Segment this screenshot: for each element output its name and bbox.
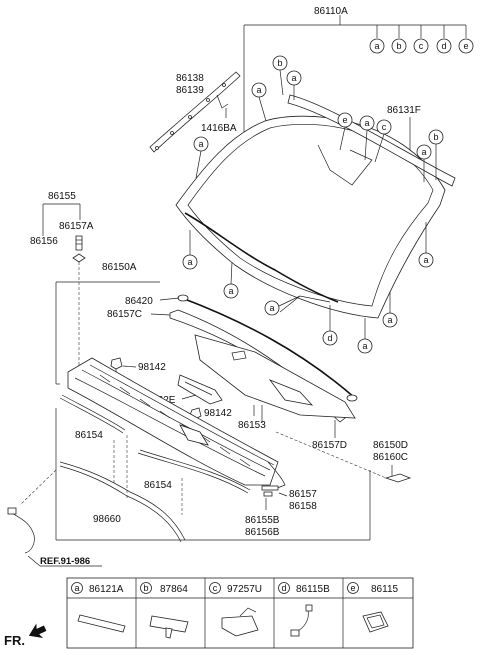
label-86131F: 86131F: [387, 105, 421, 116]
label-86157: 86157: [289, 489, 317, 500]
callout-b-2: b: [433, 132, 438, 142]
label-86157D: 86157D: [312, 440, 347, 451]
callout-a-11: a: [362, 341, 367, 351]
legend-part-d: 86115B: [296, 584, 330, 595]
label-86420: 86420: [125, 296, 153, 307]
legend-img-87864: [149, 615, 189, 639]
legend-img-86115: [362, 611, 389, 633]
callout-b-1: b: [277, 58, 282, 68]
callout-a-9: a: [269, 303, 274, 313]
molding-86131F: [287, 94, 456, 187]
callout-top-e: e: [463, 41, 468, 51]
callout-top-d: d: [441, 41, 446, 51]
ref-hose: [7, 469, 57, 554]
label-86154-a: 86154: [75, 430, 103, 441]
callout-top-c: c: [419, 41, 424, 51]
label-98142-b: 98142: [204, 408, 232, 419]
label-86160C: 86160C: [373, 452, 408, 463]
nozzle-86156: [72, 235, 86, 370]
callout-a-10: a: [387, 315, 392, 325]
hose-98660: [59, 461, 186, 543]
seal-86420: [177, 294, 358, 402]
windshield-glass: [175, 115, 446, 319]
callout-top-a: a: [374, 41, 379, 51]
label-86156B: 86156B: [245, 527, 280, 538]
label-86158: 86158: [289, 501, 317, 512]
legend-img-86121A: [77, 614, 126, 633]
clip-1416BA: [216, 94, 229, 118]
fr-label: FR.: [4, 633, 25, 648]
callout-a-8: a: [423, 255, 428, 265]
clip-98142-a: [110, 357, 123, 378]
legend-part-a: 86121A: [89, 584, 124, 595]
label-86139: 86139: [176, 85, 204, 96]
callout-a-2: a: [256, 85, 261, 95]
legend-table: a 86121A b 87864 c 97257U d 86115B e 861…: [66, 577, 414, 649]
callout-a-3: a: [364, 118, 369, 128]
callout-e-1: e: [342, 115, 347, 125]
cowl-box: [55, 281, 371, 541]
label-1416BA: 1416BA: [201, 123, 237, 134]
ref-label: REF.91-986: [40, 556, 90, 567]
legend-img-97257U: [221, 607, 259, 637]
bracket-86155: [42, 203, 81, 236]
callout-a-5: a: [198, 139, 203, 149]
callout-a-6: a: [187, 257, 192, 267]
label-86154-b: 86154: [144, 480, 172, 491]
legend-letter-c: c: [213, 583, 218, 593]
part-86157: [261, 485, 279, 497]
callout-top-b: b: [396, 41, 401, 51]
callout-a-4: a: [421, 147, 426, 157]
label-86155B: 86155B: [245, 515, 280, 526]
bracket-86150D: [384, 465, 412, 483]
legend-letter-b: b: [143, 583, 148, 593]
label-86157C: 86157C: [107, 309, 142, 320]
legend-part-c: 97257U: [227, 584, 262, 595]
label-86156: 86156: [30, 236, 58, 247]
cowl-top-cover: [194, 334, 356, 419]
label-86150A: 86150A: [102, 262, 137, 273]
callout-a-1: a: [291, 73, 296, 83]
cowl-panel: [67, 357, 286, 491]
label-86138: 86138: [176, 73, 204, 84]
legend-letter-e: e: [350, 583, 355, 593]
legend-part-e: 86115: [371, 584, 399, 595]
strip-86138: [149, 71, 241, 153]
label-86150D: 86150D: [373, 440, 408, 451]
legend-part-b: 87864: [160, 584, 188, 595]
label-98142-a: 98142: [138, 362, 166, 373]
label-86155: 86155: [48, 191, 76, 202]
label-98660: 98660: [93, 514, 121, 525]
label-86157A: 86157A: [59, 221, 94, 232]
bracket-86362E: [177, 374, 223, 405]
legend-letter-a: a: [74, 583, 79, 593]
strip-86154-b: [137, 449, 251, 494]
callouts: a b c d e b a a e a c b a a a a a a a d: [182, 38, 474, 354]
label-86153: 86153: [238, 420, 266, 431]
front-arrow-icon: [28, 623, 47, 638]
strip-86154-a: [59, 394, 126, 434]
callout-d-1: d: [327, 333, 332, 343]
callout-c-1: c: [382, 122, 387, 132]
label-86110A: 86110A: [314, 6, 348, 17]
legend-img-86115B: [290, 604, 313, 637]
callout-a-7: a: [228, 286, 233, 296]
legend-letter-d: d: [281, 583, 286, 593]
